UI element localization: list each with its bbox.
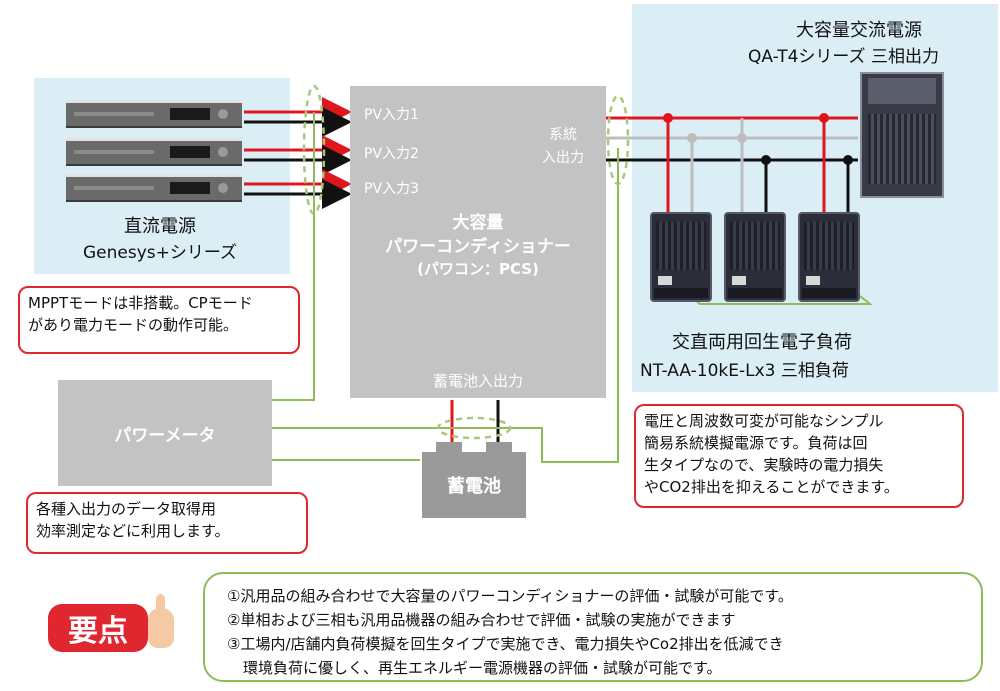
pcs-title-2: パワーコンディショナー	[385, 237, 571, 257]
ac-source-series: QA-T4シリーズ 三相出力	[748, 47, 939, 67]
dc-wires	[244, 97, 352, 209]
load-series: NT-AA-10kE-Lx3 三相負荷	[640, 361, 849, 381]
battery-io-label: 蓄電池入出力	[432, 372, 523, 390]
load-callout-line-4: やCO2排出を抑えることができます。	[644, 478, 899, 496]
load-callout-line-3: 生タイプなので、実験時の電力損失	[644, 456, 884, 474]
dc-source-series: Genesys+シリーズ	[82, 243, 238, 263]
pcs-title-1: 大容量	[452, 213, 504, 233]
load-callout-line-2: 簡易系統模擬電源です。負荷は回	[644, 434, 868, 452]
battery-box: 蓄電池	[422, 452, 526, 518]
pv-input-3: PV入力3	[364, 181, 419, 197]
pcs-title-3: (パワコン：PCS)	[417, 260, 539, 278]
pointing-hand-icon	[148, 594, 174, 648]
battery-terminal-left	[436, 442, 462, 454]
dc-power-supply-unit-3	[66, 174, 242, 202]
key-point-3: ③工場内/店舗内負荷模擬を回生タイプで実施でき、電力損失やCo2排出を低減でき	[227, 635, 784, 653]
key-point-1: ①汎用品の組み合わせで大容量のパワーコンディショナーの評価・試験が可能です。	[227, 587, 793, 605]
ac-power-supply-unit	[860, 72, 944, 198]
pcs-box	[350, 86, 606, 398]
dc-source-title: 直流電源	[124, 216, 196, 237]
meter-callout-line-1: 各種入出力のデータ取得用	[36, 500, 217, 518]
electronic-load-unit-2	[724, 212, 786, 302]
dc-source-callout: MPPTモードは非搭載。CPモード があり電力モードの動作可能。	[18, 286, 300, 354]
power-meter-box: パワーメータ	[58, 380, 272, 486]
ac-source-title: 大容量交流電源	[796, 20, 922, 41]
pv-input-1: PV入力1	[364, 107, 419, 123]
power-meter-callout: 各種入出力のデータ取得用 効率測定などに利用します。	[26, 492, 308, 554]
electronic-load-unit-3	[798, 212, 860, 302]
dc-callout-line-1: MPPTモードは非搭載。CPモード	[28, 294, 253, 312]
key-points-badge: 要点	[48, 604, 148, 652]
battery-terminal-right	[486, 442, 512, 454]
key-point-2: ②単相および三相も汎用品機器の組み合わせで評価・試験の実施ができます	[227, 611, 736, 629]
key-points-box: ①汎用品の組み合わせで大容量のパワーコンディショナーの評価・試験が可能です。 ②…	[203, 572, 983, 682]
current-probes	[302, 84, 630, 440]
meter-callout-line-2: 効率測定などに利用します。	[36, 522, 230, 540]
load-callout-line-1: 電圧と周波数可変が可能なシンプル	[644, 412, 884, 430]
battery-wires	[450, 400, 500, 450]
grid-io-label-1: 系統	[549, 127, 577, 143]
dc-power-supply-unit-1	[66, 100, 242, 128]
dc-power-supply-unit-2	[66, 138, 242, 166]
key-point-3-continued: 環境負荷に優しく、再生エネルギー電源機器の評価・試験が可能です。	[243, 659, 722, 677]
grid-io-label-2: 入出力	[542, 150, 584, 166]
dc-callout-line-2: があり電力モードの動作可能。	[28, 316, 239, 334]
ac-bus-wires	[606, 113, 858, 212]
load-callout: 電圧と周波数可変が可能なシンプル 簡易系統模擬電源です。負荷は回 生タイプなので…	[634, 404, 964, 508]
load-title: 交直両用回生電子負荷	[672, 332, 852, 353]
pv-input-2: PV入力2	[364, 146, 419, 162]
electronic-load-unit-1	[650, 212, 712, 302]
